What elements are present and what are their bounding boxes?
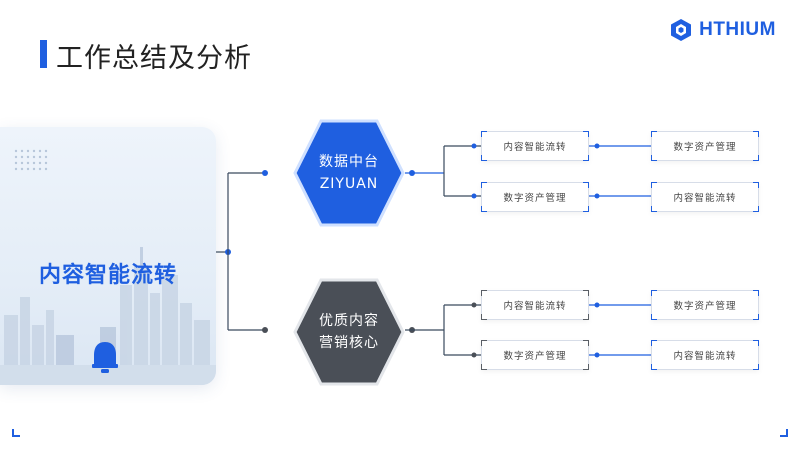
corner-mark-right: [780, 429, 788, 437]
logo-text: HTHIUM: [699, 19, 776, 40]
hexagon-top-line2: ZIYUAN: [319, 176, 379, 192]
hexagon-data-platform: 数据中台 ZIYUAN: [293, 119, 405, 227]
hexagon-top-line1: 数据中台: [319, 154, 379, 170]
box-label: 内容智能流转: [503, 142, 567, 153]
title-accent-bar: [40, 40, 47, 68]
box-label: 数字资产管理: [503, 193, 567, 204]
box-label: 内容智能流转: [503, 301, 567, 312]
city-skyline-image: [0, 247, 216, 385]
box-label: 数字资产管理: [673, 301, 737, 312]
box-label: 内容智能流转: [673, 193, 737, 204]
corner-mark-left: [12, 429, 20, 437]
box-bottom-left-2: 数字资产管理: [481, 340, 589, 370]
box-bottom-right-1: 数字资产管理: [651, 290, 759, 320]
hexagon-bottom-line1: 优质内容: [319, 313, 379, 329]
dot-pattern-icon: [14, 149, 48, 171]
box-bottom-left-1: 内容智能流转: [481, 290, 589, 320]
box-top-right-2: 内容智能流转: [651, 182, 759, 212]
bell-icon: [92, 342, 118, 373]
box-top-right-1: 数字资产管理: [651, 131, 759, 161]
logo: HTHIUM: [669, 18, 776, 42]
hexagon-bottom-line2: 营销核心: [319, 335, 379, 351]
box-top-left-1: 内容智能流转: [481, 131, 589, 161]
box-top-left-2: 数字资产管理: [481, 182, 589, 212]
box-bottom-right-2: 内容智能流转: [651, 340, 759, 370]
box-label: 数字资产管理: [673, 142, 737, 153]
page-title: 工作总结及分析: [56, 43, 252, 74]
hexagon-quality-content: 优质内容 营销核心: [293, 278, 405, 386]
box-label: 内容智能流转: [673, 351, 737, 362]
box-label: 数字资产管理: [503, 351, 567, 362]
left-panel: 内容智能流转: [0, 127, 216, 385]
hexagon-logo-icon: [671, 19, 692, 41]
left-panel-label: 内容智能流转: [38, 263, 177, 288]
